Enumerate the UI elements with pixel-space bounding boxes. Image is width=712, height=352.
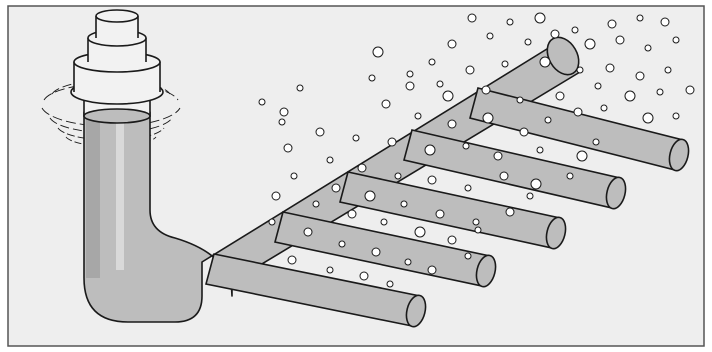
bubble-icon [436, 210, 444, 218]
bubble-icon [388, 138, 396, 146]
bubble-icon [545, 117, 551, 123]
bubble-icon [665, 67, 671, 73]
bubble-icon [527, 193, 533, 199]
bubble-icon [358, 164, 366, 172]
bubble-icon [425, 145, 435, 155]
bubble-icon [259, 99, 265, 105]
bubble-icon [686, 86, 694, 94]
bubble-icon [625, 91, 635, 101]
bubble-icon [280, 108, 288, 116]
bubble-icon [506, 208, 514, 216]
bubble-icon [269, 219, 275, 225]
bubble-icon [365, 191, 375, 201]
bubble-icon [673, 37, 679, 43]
bubble-icon [448, 120, 456, 128]
bubble-icon [304, 228, 312, 236]
bubble-icon [415, 113, 421, 119]
bubble-icon [405, 259, 411, 265]
bubble-icon [443, 91, 453, 101]
bubble-icon [483, 113, 493, 123]
bubble-icon [288, 256, 296, 264]
bubble-icon [535, 13, 545, 23]
bubble-icon [360, 272, 368, 280]
bubble-icon [520, 128, 528, 136]
bubble-icon [327, 157, 333, 163]
bubble-icon [406, 82, 414, 90]
bubble-icon [448, 236, 456, 244]
pipe-shading [86, 118, 100, 278]
bubble-icon [643, 113, 653, 123]
bubble-icon [284, 144, 292, 152]
bubble-icon [574, 108, 582, 116]
bubble-icon [556, 92, 564, 100]
bubble-icon [567, 173, 573, 179]
bubble-icon [673, 113, 679, 119]
bubble-icon [369, 75, 375, 81]
bubble-icon [616, 36, 624, 44]
bubble-icon [381, 219, 387, 225]
bubble-icon [415, 227, 425, 237]
bubble-icon [572, 27, 578, 33]
bubble-icon [525, 39, 531, 45]
bubble-icon [316, 128, 324, 136]
bubble-icon [279, 119, 285, 125]
bubble-icon [531, 179, 541, 189]
bubble-icon [500, 172, 508, 180]
bubble-icon [327, 267, 333, 273]
bubble-icon [585, 39, 595, 49]
bubble-icon [577, 151, 587, 161]
bubble-icon [608, 20, 616, 28]
bubble-icon [313, 201, 319, 207]
bubble-icon [448, 40, 456, 48]
bubble-icon [382, 100, 390, 108]
bubble-icon [494, 152, 502, 160]
bubble-icon [517, 97, 523, 103]
bubble-icon [348, 210, 356, 218]
bubble-icon [551, 30, 559, 38]
bubble-icon [540, 57, 550, 67]
bubble-icon [395, 173, 401, 179]
bubble-icon [372, 248, 380, 256]
bubble-icon [502, 61, 508, 67]
bubble-icon [272, 192, 280, 200]
bubble-icon [537, 147, 543, 153]
bubble-icon [291, 173, 297, 179]
bubble-icon [482, 86, 490, 94]
bubble-icon [661, 18, 669, 26]
bubble-icon [339, 241, 345, 247]
bubble-icon [297, 85, 303, 91]
bubble-icon [437, 81, 443, 87]
bubble-icon [475, 227, 481, 233]
bubble-icon [577, 67, 583, 73]
bubble-icon [601, 105, 607, 111]
bubble-icon [595, 83, 601, 89]
bubble-icon [387, 281, 393, 287]
bubble-icon [407, 71, 413, 77]
bubble-icon [645, 45, 651, 51]
bubble-icon [507, 19, 513, 25]
bubble-icon [401, 201, 407, 207]
bubble-icon [606, 64, 614, 72]
bubble-icon [593, 139, 599, 145]
bubble-icon [473, 219, 479, 225]
bubble-icon [332, 184, 340, 192]
bubble-icon [657, 89, 663, 95]
bubble-icon [373, 47, 383, 57]
bubble-icon [353, 135, 359, 141]
bubble-icon [429, 59, 435, 65]
bubble-icon [637, 15, 643, 21]
bubble-icon [428, 176, 436, 184]
bubble-icon [428, 266, 436, 274]
bubble-icon [465, 253, 471, 259]
bubble-icon [465, 185, 471, 191]
bubble-icon [466, 66, 474, 74]
bubble-icon [463, 143, 469, 149]
bubble-icon [636, 72, 644, 80]
bubble-icon [468, 14, 476, 22]
bubble-icon [487, 33, 493, 39]
